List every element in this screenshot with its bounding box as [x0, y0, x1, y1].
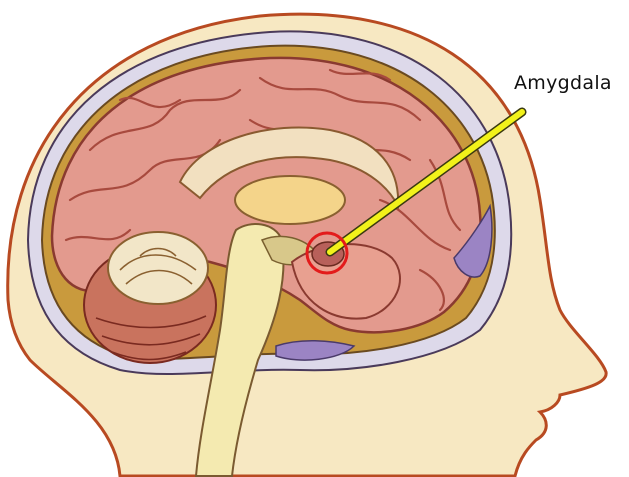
thalamus: [235, 176, 345, 224]
amygdala-label: Amygdala: [514, 72, 612, 94]
